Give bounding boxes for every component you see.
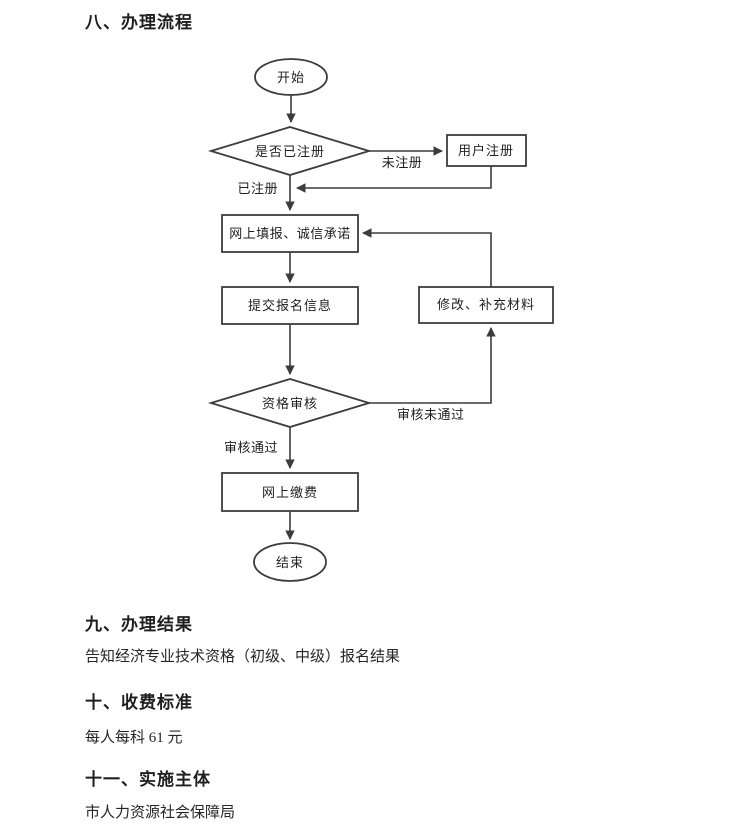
section-11-body: 市人力资源社会保障局 [85, 805, 236, 821]
process-flowchart: 开始 是否已注册 未注册 用户注册 已注册 网上填报、诚信承诺 [207, 58, 554, 582]
registered-check-node: 是否已注册 [207, 126, 373, 176]
start-node-label: 开始 [277, 70, 305, 85]
qualification-review-label: 资格审核 [262, 396, 318, 411]
section-8-heading: 八、办理流程 [85, 13, 193, 32]
start-node: 开始 [254, 58, 328, 96]
submit-info-node: 提交报名信息 [221, 286, 359, 325]
modify-materials-label: 修改、补充材料 [437, 297, 535, 312]
section-10-body: 每人每科 61 元 [85, 730, 183, 746]
online-fill-label: 网上填报、诚信承诺 [229, 226, 351, 241]
user-register-label: 用户注册 [458, 143, 514, 158]
end-node: 结束 [253, 542, 327, 582]
edge-register-return [296, 166, 492, 193]
edge-label-review-passed: 审核通过 [224, 440, 278, 455]
section-9-heading: 九、办理结果 [85, 615, 193, 634]
registered-check-label: 是否已注册 [255, 144, 325, 159]
online-fill-node: 网上填报、诚信承诺 [221, 214, 359, 253]
user-register-node: 用户注册 [446, 134, 527, 167]
edge-review-failed [369, 327, 496, 404]
section-10-heading: 十、收费标准 [85, 693, 193, 712]
qualification-review-node: 资格审核 [207, 378, 373, 428]
edge-label-review-failed: 审核未通过 [397, 407, 465, 422]
edge-label-not-registered: 未注册 [382, 155, 423, 170]
online-payment-label: 网上缴费 [262, 485, 318, 500]
submit-info-label: 提交报名信息 [248, 298, 332, 313]
edge-label-registered: 已注册 [237, 181, 278, 196]
edge-modify-to-fill [362, 228, 492, 287]
modify-materials-node: 修改、补充材料 [418, 286, 554, 324]
section-9-body: 告知经济专业技术资格（初级、中级）报名结果 [85, 649, 401, 665]
section-11-heading: 十一、实施主体 [85, 770, 211, 789]
online-payment-node: 网上缴费 [221, 472, 359, 512]
end-node-label: 结束 [276, 555, 304, 570]
